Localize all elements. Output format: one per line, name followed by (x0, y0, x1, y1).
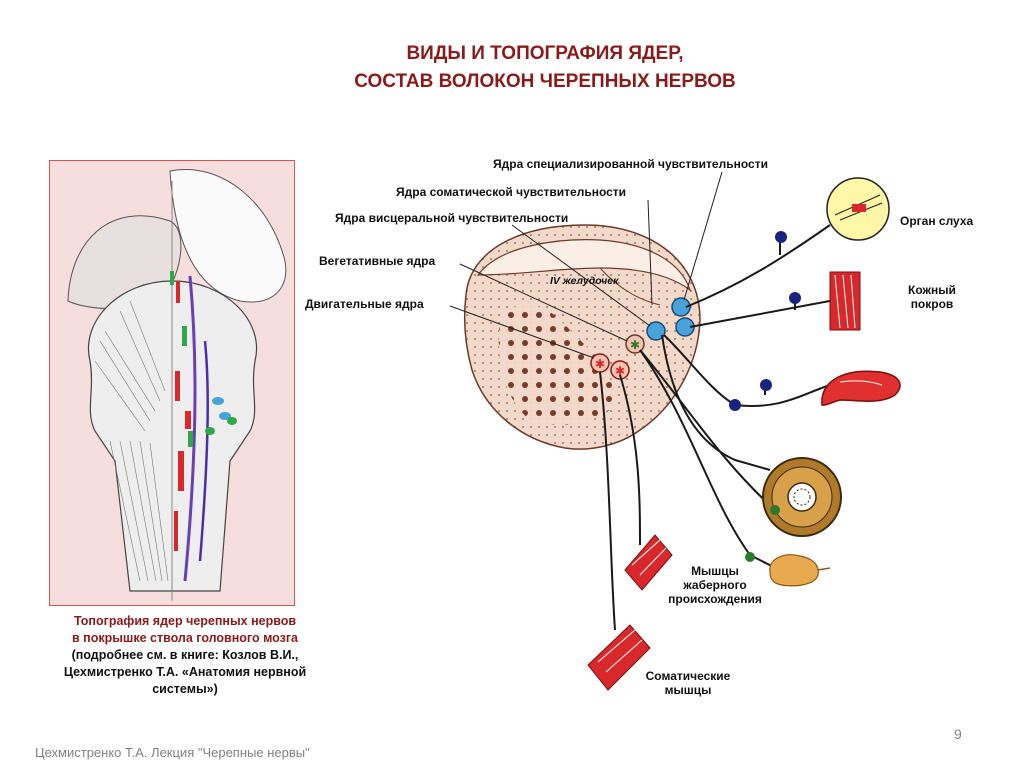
caption-line-3: (подробнее см. в книге: Козлов В.И., (71, 648, 299, 662)
page-number: 9 (954, 726, 962, 742)
label-gill-2: жаберного (683, 578, 747, 592)
vegetative-nucleus (625, 334, 645, 354)
label-hearing: Орган слуха (900, 214, 974, 228)
eye-icon (762, 457, 842, 537)
label-skin-2: покров (910, 297, 954, 311)
brainstem-illustration (49, 160, 295, 606)
ventricle (476, 239, 692, 292)
label-ventricle: IV желудочек (550, 275, 619, 287)
label-gill-3: происхождения (668, 592, 762, 606)
special-sens-nucleus (671, 297, 691, 317)
svg-text:✱: ✱ (615, 364, 625, 378)
tongue-icon (821, 370, 901, 406)
label-visceral-sens: Ядра висцеральной чувствительности (335, 211, 569, 225)
skin-icon (829, 271, 861, 331)
label-motor: Двигательные ядра (305, 297, 424, 311)
somatic-muscle-icon (587, 624, 651, 691)
left-caption: Топография ядер черепных нервов в покрыш… (30, 613, 340, 698)
motor-nucleus-2 (610, 360, 630, 380)
ganglion-1 (775, 231, 787, 243)
brainstem-drawing (67, 169, 287, 601)
svg-text:✱: ✱ (630, 338, 640, 352)
title-line-1: ВИДЫ И ТОПОГРАФИЯ ЯДЕР, (406, 43, 684, 64)
label-special-sens: Ядра специализированной чувствительности (493, 157, 768, 171)
caption-line-5: системы») (152, 682, 218, 696)
label-vegetative: Вегетативные ядра (319, 254, 436, 268)
label-somatic-sens: Ядра соматической чувствительности (396, 185, 627, 199)
caption-line-1: Топография ядер черепных нервов (73, 614, 297, 628)
caption-line-4: Цехмистренко Т.А. «Анатомия нервной (63, 665, 307, 679)
label-gill-1: Мышцы (691, 564, 739, 578)
caption-line-2: в покрышке ствола головного мозга (71, 631, 298, 645)
label-somatic-2: мышцы (664, 683, 712, 697)
gland-icon (769, 554, 819, 587)
label-somatic-muscle: Соматические мышцы (628, 669, 748, 697)
label-skin: Кожный покров (900, 283, 964, 311)
label-gill: Мышцы жаберного происхождения (650, 564, 780, 606)
ganglion-4 (729, 399, 741, 411)
svg-text:✱: ✱ (595, 357, 605, 371)
slide-title: ВИДЫ И ТОПОГРАФИЯ ЯДЕР, СОСТАВ ВОЛОКОН Ч… (220, 40, 870, 96)
ganglion-3 (760, 379, 772, 391)
title-line-2: СОСТАВ ВОЛОКОН ЧЕРЕПНЫХ НЕРВОВ (354, 71, 736, 92)
visceral-sens-nucleus (646, 321, 666, 341)
ganglion-6 (745, 552, 755, 562)
footer-text: Цехмистренко Т.А. Лекция "Черепные нервы… (35, 745, 310, 760)
label-skin-1: Кожный (908, 283, 956, 297)
gill-muscle-icon (624, 534, 673, 591)
ganglion-2 (789, 292, 801, 304)
label-somatic-1: Соматические (645, 669, 731, 683)
